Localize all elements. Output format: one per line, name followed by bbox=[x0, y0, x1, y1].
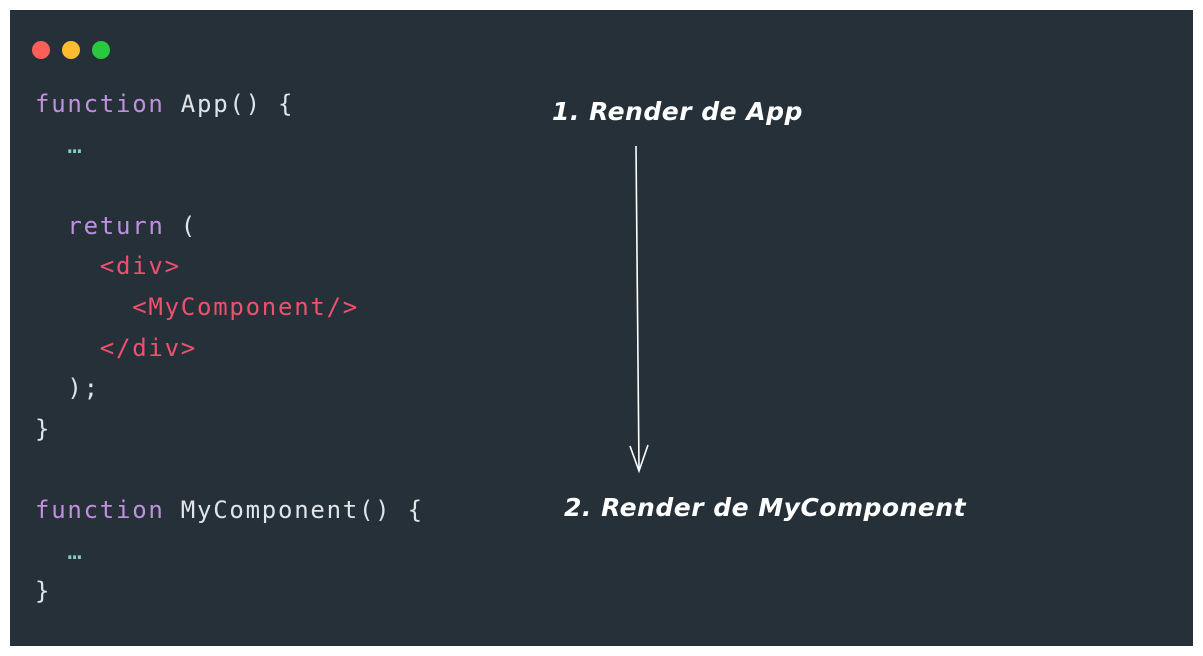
code-line: … bbox=[35, 125, 424, 166]
code-text: ); bbox=[67, 374, 100, 403]
code-window bbox=[10, 10, 1193, 646]
code-line: function MyComponent() { bbox=[35, 490, 424, 531]
code-line: } bbox=[35, 409, 424, 450]
code-line: <div> bbox=[35, 246, 424, 287]
close-window-dot-icon[interactable] bbox=[32, 41, 50, 59]
code-text: } bbox=[35, 577, 52, 606]
code-text: MyComponent() { bbox=[164, 495, 424, 524]
code-keyword: function bbox=[35, 90, 165, 118]
code-keyword: function bbox=[35, 495, 165, 524]
arrow-shaft bbox=[635, 145, 640, 471]
code-text: ( bbox=[164, 211, 198, 240]
annotation-render-mycomponent: 2. Render de MyComponent bbox=[564, 493, 967, 522]
code-line: ); bbox=[35, 368, 424, 409]
code-jsx-tag: <MyComponent/> bbox=[132, 292, 359, 321]
arrow-head-icon bbox=[629, 444, 649, 474]
code-line: </div> bbox=[35, 328, 424, 369]
code-jsx-tag: </div> bbox=[99, 333, 197, 362]
code-keyword: return bbox=[67, 211, 165, 240]
maximize-window-dot-icon[interactable] bbox=[92, 41, 110, 59]
minimize-window-dot-icon[interactable] bbox=[62, 41, 80, 59]
code-ellipsis: … bbox=[67, 130, 84, 159]
code-text: App() { bbox=[164, 90, 295, 118]
code-line: … bbox=[35, 531, 424, 572]
code-line: function App() { bbox=[35, 84, 424, 125]
code-jsx-tag: <div> bbox=[99, 252, 181, 281]
code-line: } bbox=[35, 571, 424, 612]
code-block: function App() { … return ( <div> <MyCom… bbox=[35, 84, 424, 612]
annotation-render-app: 1. Render de App bbox=[552, 97, 803, 126]
code-text: } bbox=[35, 414, 52, 443]
code-line: return ( bbox=[35, 206, 424, 247]
code-ellipsis: … bbox=[67, 536, 84, 565]
code-line: <MyComponent/> bbox=[35, 287, 424, 328]
